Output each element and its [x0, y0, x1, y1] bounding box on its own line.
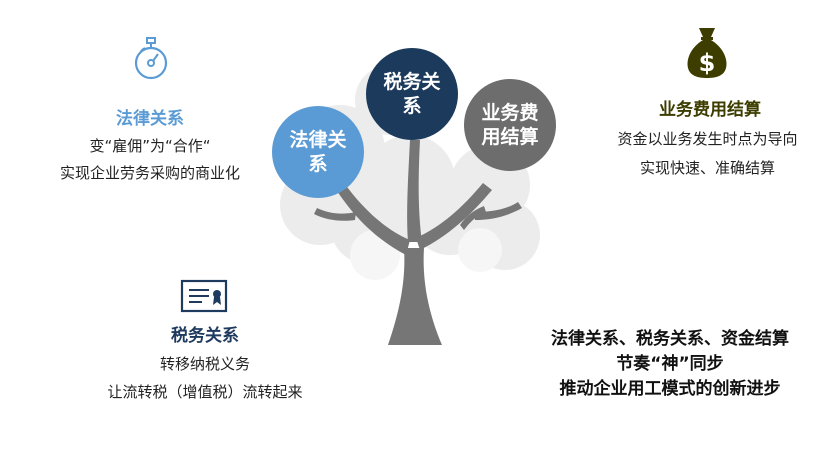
svg-text:$: $ — [699, 49, 716, 77]
circle-tax: 税务关系 — [366, 48, 458, 140]
certificate-icon — [180, 279, 228, 313]
circle-settlement-label: 业务费用结算 — [481, 102, 539, 148]
settlement-line-1: 资金以业务发生时点为导向 — [617, 130, 798, 148]
legal-line-2: 实现企业劳务采购的商业化 — [59, 164, 240, 182]
stopwatch-icon — [131, 36, 171, 82]
tax-title: 税务关系 — [171, 326, 239, 346]
tax-line-2: 让流转税（增值税）流转起来 — [107, 383, 303, 401]
legal-line-1: 变“雇佣”为“合作“ — [89, 137, 211, 155]
circle-tax-label: 税务关系 — [383, 71, 441, 117]
settlement-line-2: 实现快速、准确结算 — [639, 159, 775, 177]
circle-settlement: 业务费用结算 — [464, 79, 556, 171]
tax-line-1: 转移纳税义务 — [159, 355, 250, 373]
summary-line-1: 法律关系、税务关系、资金结算 — [551, 329, 789, 349]
summary-line-2: 节奏“神”同步 — [616, 354, 724, 374]
legal-title: 法律关系 — [116, 109, 184, 129]
summary-line-3: 推动企业用工模式的创新进步 — [559, 379, 781, 399]
settlement-title: 业务费用结算 — [659, 100, 761, 120]
circle-legal-label: 法律关系 — [289, 129, 347, 175]
money-bag-icon: $ — [682, 24, 732, 80]
circle-legal: 法律关系 — [272, 106, 364, 198]
